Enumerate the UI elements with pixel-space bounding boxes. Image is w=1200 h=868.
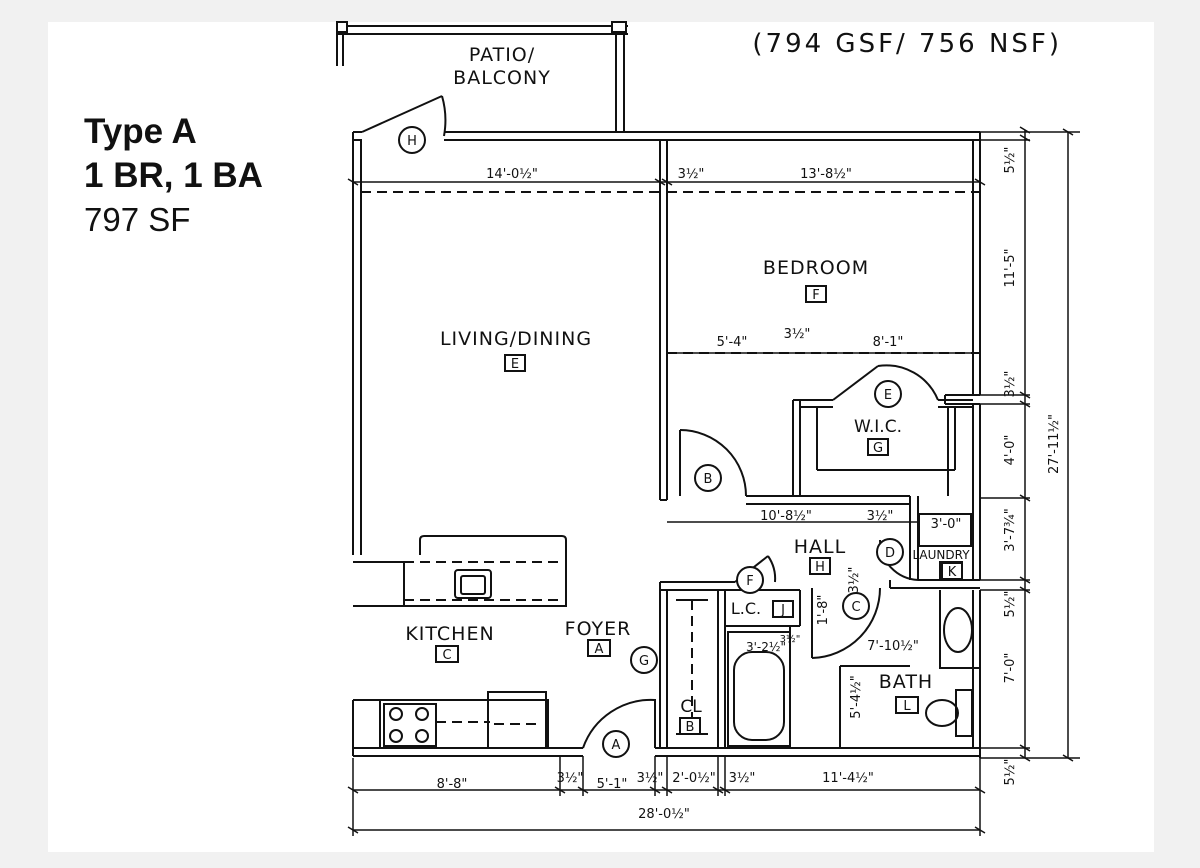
dim-bedroom-width: 13'-8½" xyxy=(800,167,852,182)
patio-label-line1: PATIO/ xyxy=(469,44,535,66)
entry-door xyxy=(582,698,656,749)
closet-label: CL xyxy=(680,697,702,717)
living-dining-tag: E xyxy=(511,357,519,372)
door-tag-circle xyxy=(694,464,722,492)
dim-right-wic: 4'-0" xyxy=(1003,435,1018,466)
bedroom-tag: F xyxy=(812,288,819,303)
dim-right-wall2: 3½" xyxy=(1003,371,1018,398)
dim-right-bath: 7'-0" xyxy=(1003,653,1018,684)
unit-configuration: 1 BR, 1 BA xyxy=(84,156,263,195)
dim-tub-wall: 3½" xyxy=(780,633,801,645)
dim-tub-width: 3'-2½" xyxy=(746,640,786,654)
foyer-door-tag: G xyxy=(639,654,649,669)
hall-label: HALL xyxy=(794,536,846,558)
patio-label-line2: BALCONY xyxy=(453,67,551,89)
area-note: (794 GSF/ 756 NSF) xyxy=(752,29,1062,59)
bath-door xyxy=(811,587,881,659)
dim-bath-width: 7'-10½" xyxy=(867,639,919,654)
door-tag-circle xyxy=(398,126,426,154)
dim-right-top-wall: 5½" xyxy=(1003,147,1018,174)
dim-laundry-width: 3'-0" xyxy=(931,517,962,532)
dim-overall-width: 28'-0½" xyxy=(638,807,690,822)
door-tag-circle xyxy=(602,730,630,758)
door-tag-circle xyxy=(736,566,764,594)
door-tag-circle xyxy=(876,538,904,566)
dim-hall-wall: 3½" xyxy=(867,509,894,524)
room-tag-box xyxy=(504,354,526,372)
dim-right-wall3: 5½" xyxy=(1003,591,1018,618)
bedroom-door xyxy=(679,429,747,497)
room-tag-box xyxy=(587,639,611,657)
bath-door-tag: C xyxy=(851,600,860,615)
lc-tag: J xyxy=(780,603,785,618)
dim-bath-depth: 5'-4½" xyxy=(849,675,864,718)
bath-tag: L xyxy=(903,699,911,714)
kitchen-tag: C xyxy=(442,648,451,663)
unit-type-block: Type A 1 BR, 1 BA 797 SF xyxy=(84,110,263,242)
dim-bottom-foyer: 5'-1" xyxy=(597,777,628,792)
lc-door-tag: F xyxy=(746,574,753,589)
dim-wall-top: 3½" xyxy=(678,167,705,182)
closet-tag: B xyxy=(686,720,695,735)
dim-bottom-bath: 11'-4½" xyxy=(822,771,874,786)
room-tag-box xyxy=(435,645,459,663)
foyer-tag: A xyxy=(595,642,604,657)
dim-bedroom-left: 5'-4" xyxy=(717,335,748,350)
dim-overall-depth: 27'-11½" xyxy=(1047,414,1062,474)
unit-square-feet: 797 SF xyxy=(84,201,191,238)
room-tag-box xyxy=(867,438,889,456)
wic-door-tag: E xyxy=(884,388,892,403)
dim-right-laundry: 3'-7¾" xyxy=(1003,508,1018,551)
hall-tag: H xyxy=(815,560,825,575)
bath-label: BATH xyxy=(879,671,933,693)
dim-right-bedroom: 11'-5" xyxy=(1003,248,1018,287)
toilet xyxy=(925,689,973,737)
bathtub xyxy=(727,631,791,747)
laundry-door-tag: D xyxy=(885,546,895,561)
room-tag-box xyxy=(895,696,919,714)
bedroom-label: BEDROOM xyxy=(763,257,869,279)
living-dining-label: LIVING/DINING xyxy=(440,328,592,350)
patio-door xyxy=(361,95,447,137)
kitchen-label: KITCHEN xyxy=(405,623,494,645)
foyer-label: FOYER xyxy=(565,618,632,640)
door-tag-circle xyxy=(842,592,870,620)
laundry-label: LAUNDRY xyxy=(912,548,970,562)
door-tag-circle xyxy=(630,646,658,674)
room-tag-box xyxy=(805,285,827,303)
dim-living-width: 14'-0½" xyxy=(486,167,538,182)
dim-bottom-wall3: 3½" xyxy=(729,771,756,786)
dim-bottom-kitchen: 8'-8" xyxy=(437,777,468,792)
door-tag-circle xyxy=(874,380,902,408)
room-tag-box xyxy=(679,717,701,735)
room-tag-box xyxy=(941,562,963,580)
room-tag-box xyxy=(809,557,831,575)
dim-bottom-wall2: 3½" xyxy=(637,771,664,786)
wic-label: W.I.C. xyxy=(854,417,902,437)
dim-bedroom-right: 8'-1" xyxy=(873,335,904,350)
dim-bottom-wall1: 3½" xyxy=(557,771,584,786)
bedroom-door-tag: B xyxy=(704,472,713,487)
laundry-tag: K xyxy=(948,565,957,580)
dim-right-bottom-wall: 5½" xyxy=(1003,759,1018,786)
sink xyxy=(943,607,973,653)
dim-lc-depth: 1'-8" xyxy=(816,595,831,626)
wic-door xyxy=(832,364,939,401)
room-tag-box xyxy=(772,600,794,618)
unit-type-title: Type A xyxy=(84,112,197,151)
wic-tag: G xyxy=(873,441,883,456)
dim-hall-width: 10'-8½" xyxy=(760,509,812,524)
kitchen-counter xyxy=(353,535,567,607)
floor-plan-sheet xyxy=(48,22,1154,852)
dimension-ticks xyxy=(347,126,1074,834)
dim-lc-wall: 3½" xyxy=(847,567,862,594)
patio-railing xyxy=(336,21,628,131)
dim-bottom-closet: 2'-0½" xyxy=(672,771,715,786)
kitchen-range-counter xyxy=(353,691,549,749)
entry-door-tag: A xyxy=(612,738,621,753)
lc-label: L.C. xyxy=(731,599,761,618)
patio-door-tag: H xyxy=(407,134,417,149)
dim-bedroom-mid: 3½" xyxy=(784,327,811,342)
